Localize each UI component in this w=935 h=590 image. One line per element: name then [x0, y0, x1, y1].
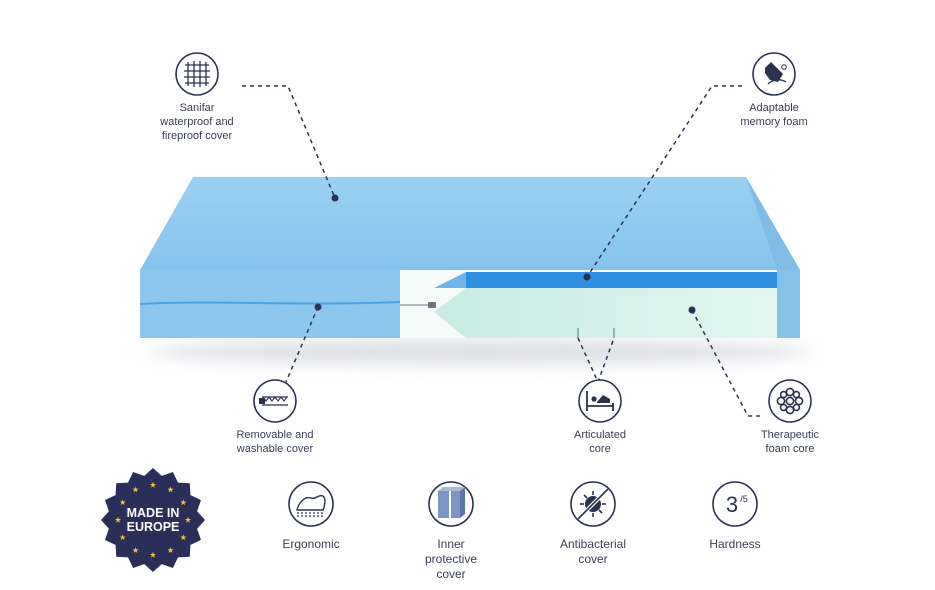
body-contour-icon: [288, 481, 334, 527]
badge-star: [132, 486, 139, 493]
badge-star: [114, 516, 122, 523]
label-removable: Removable and washable cover: [215, 428, 335, 456]
hardness-scale: /5: [740, 494, 748, 504]
dot-memory: [583, 273, 591, 281]
badge-star: [184, 516, 192, 523]
feature-ergonomic-label: Ergonomic: [251, 537, 371, 552]
hospital-bed-icon: [578, 379, 622, 423]
label-therapeutic-line-2: foam core: [765, 443, 815, 455]
mattress-front-right: [777, 270, 800, 338]
feature-inner-cover-line-2: protective: [424, 552, 478, 566]
label-articulated: Articulated core: [540, 428, 660, 456]
feature-ergonomic-line-1: Ergonomic: [282, 537, 340, 551]
made-in-europe-badge: MADE IN EUROPE: [101, 468, 205, 572]
feature-antibacterial-line-1: Antibacterial: [559, 537, 627, 551]
dot-removable: [314, 303, 322, 311]
hardness-icon: 3 /5: [712, 481, 758, 527]
memory-foam-layer: [466, 272, 777, 288]
badge-star: [149, 551, 157, 558]
label-cover-line-1: Sanifar: [179, 102, 215, 114]
leader-therapeutic: [691, 309, 764, 417]
label-memory: Adaptable memory foam: [714, 101, 834, 129]
badge-line-1: MADE IN: [127, 506, 180, 520]
grid-mesh-icon: [175, 52, 219, 96]
feature-antibacterial-label: Antibacterial cover: [533, 537, 653, 567]
badge-line-2: EUROPE: [127, 520, 180, 534]
dot-therapeutic: [688, 306, 696, 314]
label-removable-line-2: washable cover: [236, 443, 314, 455]
label-cover-line-2: waterproof and: [160, 116, 234, 128]
badge-star: [167, 547, 174, 553]
zipper-icon: [253, 379, 297, 423]
label-cover-line-3: fireproof cover: [161, 130, 233, 142]
label-memory-line-1: Adaptable: [749, 102, 799, 114]
feature-antibacterial-line-2: cover: [578, 552, 608, 566]
feature-inner-cover-label: Inner protective cover: [391, 537, 511, 582]
label-therapeutic: Therapeutic foam core: [730, 428, 850, 456]
leader-memory: [586, 85, 742, 278]
label-articulated-line-2: core: [589, 443, 611, 455]
badge-star: [132, 547, 139, 553]
mattress-top-surface: [140, 177, 800, 270]
hand-press-icon: [752, 52, 796, 96]
mattress-shadow: [150, 338, 810, 366]
label-cover: Sanifar waterproof and fireproof cover: [137, 101, 257, 143]
zipper-seam: [139, 301, 401, 305]
bacteria-shield-icon: [570, 481, 616, 527]
foam-cells-icon: [768, 379, 812, 423]
feature-inner-cover-line-1: Inner: [437, 537, 465, 551]
badge-star: [119, 499, 126, 506]
feature-hardness-line-1: Hardness: [709, 537, 761, 551]
label-memory-line-2: memory foam: [740, 116, 808, 128]
memory-foam-bevel: [434, 272, 466, 288]
hardness-value: 3: [726, 492, 738, 517]
zipper-pull: [428, 302, 436, 308]
eu-stars-icon: [114, 481, 192, 558]
therapeutic-core: [434, 288, 777, 338]
leader-removable: [285, 306, 319, 383]
label-therapeutic-line-1: Therapeutic: [760, 429, 820, 441]
dot-cover: [331, 194, 339, 202]
badge-star: [180, 534, 187, 541]
badge-star: [119, 534, 126, 541]
badge-star: [180, 499, 187, 506]
label-removable-line-1: Removable and: [236, 429, 314, 441]
feature-hardness-label: Hardness: [675, 537, 795, 552]
feature-inner-cover-line-3: cover: [436, 567, 466, 581]
badge-star: [167, 486, 174, 493]
label-articulated-line-1: Articulated: [574, 429, 626, 441]
cover-layer-icon: [428, 481, 474, 527]
badge-star: [149, 481, 157, 488]
